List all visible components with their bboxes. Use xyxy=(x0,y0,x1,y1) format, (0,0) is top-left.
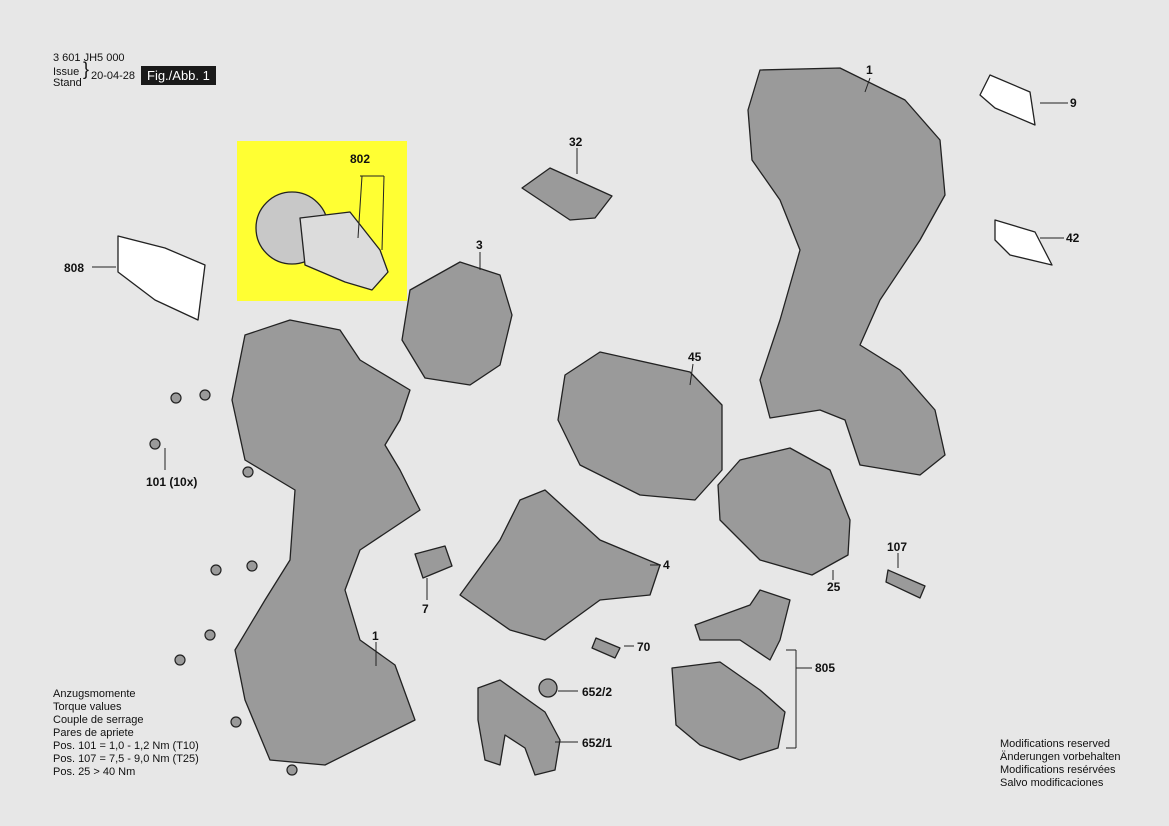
leader-lines xyxy=(92,77,1068,749)
screw-107 xyxy=(885,569,926,599)
figure-badge: Fig./Abb. 1 xyxy=(141,66,216,85)
callout-32[interactable]: 32 xyxy=(569,135,583,149)
switch-slider xyxy=(694,589,791,661)
brace-glyph: } xyxy=(83,59,90,79)
armature-body xyxy=(299,211,389,291)
chuck-part xyxy=(717,447,851,576)
callout-3[interactable]: 3 xyxy=(476,238,483,252)
torque-line: Couple de serrage xyxy=(53,714,144,726)
torque-line: Torque values xyxy=(53,701,122,713)
callout-101[interactable]: 101 (10x) xyxy=(146,475,198,489)
torque-line: Pos. 25 > 40 Nm xyxy=(53,766,136,778)
callout-7[interactable]: 7 xyxy=(422,602,429,616)
screw-652-2 xyxy=(538,678,558,698)
callout-652-2[interactable]: 652/2 xyxy=(582,685,613,699)
torque-line: Pos. 107 = 7,5 - 9,0 Nm (T25) xyxy=(53,753,199,765)
electronics-module xyxy=(459,489,661,641)
modification-line: Änderungen vorbehalten xyxy=(1000,751,1121,763)
callout-808[interactable]: 808 xyxy=(64,261,85,275)
contact-part-7 xyxy=(414,545,453,579)
modification-line: Modifications resérvées xyxy=(1000,764,1116,776)
callout-70[interactable]: 70 xyxy=(637,640,651,654)
stator-part xyxy=(401,261,513,386)
modification-line: Salvo modificaciones xyxy=(1000,777,1104,789)
callout-107[interactable]: 107 xyxy=(887,540,908,554)
screw-group-101 xyxy=(149,389,298,776)
callout-1-bottom[interactable]: 1 xyxy=(372,629,379,643)
pad-42 xyxy=(994,219,1053,266)
issue-date: 20-04-28 xyxy=(91,70,136,82)
torque-notes: Anzugsmomente Torque values Couple de se… xyxy=(53,688,199,779)
switch-trigger xyxy=(671,661,786,761)
callout-45[interactable]: 45 xyxy=(688,350,702,364)
part-number: 3 601 JH5 000 xyxy=(53,52,125,64)
belt-clip xyxy=(477,679,561,776)
callout-805[interactable]: 805 xyxy=(815,661,836,675)
callout-9[interactable]: 9 xyxy=(1070,96,1077,110)
pad-9 xyxy=(979,74,1036,126)
gearbox-part xyxy=(557,351,723,501)
callout-25[interactable]: 25 xyxy=(827,580,841,594)
issue-label: Issue xyxy=(53,66,80,78)
callout-4[interactable]: 4 xyxy=(663,558,670,572)
modification-line: Modifications reserved xyxy=(1000,738,1111,750)
callout-802[interactable]: 802 xyxy=(350,152,371,166)
callout-42[interactable]: 42 xyxy=(1066,231,1080,245)
torque-line: Pares de apriete xyxy=(53,727,134,739)
modification-notes: Modifications reserved Änderungen vorbeh… xyxy=(1000,738,1120,790)
cover-part-32 xyxy=(521,167,613,221)
callout-652-1[interactable]: 652/1 xyxy=(582,736,613,750)
pad-808 xyxy=(117,235,206,321)
stand-label: Stand xyxy=(53,77,82,89)
housing-half-right xyxy=(747,67,946,476)
callout-1-top[interactable]: 1 xyxy=(866,63,873,77)
torque-line: Pos. 101 = 1,0 - 1,2 Nm (T10) xyxy=(53,740,199,752)
torque-line: Anzugsmomente xyxy=(53,688,136,700)
housing-half-left xyxy=(231,319,421,766)
spring-70 xyxy=(591,637,621,659)
